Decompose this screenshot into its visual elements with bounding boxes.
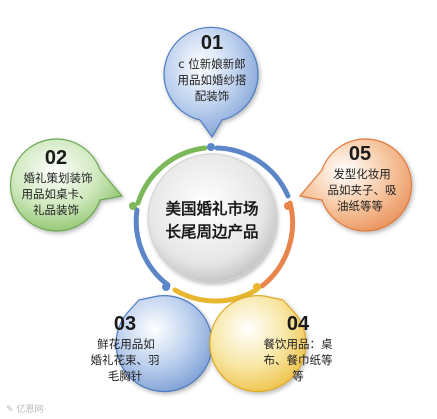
dot-bottom-right	[253, 283, 261, 291]
bubble-04-shape	[209, 295, 307, 393]
bubble-01: 01 c 位新娘新郎 用品如婚纱搭 配装饰	[163, 26, 259, 139]
watermark-icon: ✎	[6, 405, 14, 415]
bubble-01-line2: 用品如婚纱搭	[178, 73, 247, 87]
bubble-01-shape	[163, 26, 259, 139]
ring-arc-bottom	[172, 287, 259, 304]
bubble-02-number: 02	[45, 147, 67, 169]
bubble-05: 05 发型化妆用 品如夹子、吸 油纸等等	[298, 138, 413, 232]
bubble-04-line3: 等	[292, 369, 304, 383]
bubble-02-line2: 用品如桌卡、	[22, 187, 91, 201]
ring-arc-left-top	[135, 145, 208, 206]
bubble-03-number: 03	[114, 313, 136, 335]
bubble-05-line2: 品如夹子、吸	[328, 183, 397, 197]
bubble-04: 04 餐饮用品：桌 布、餐巾纸等 等	[209, 295, 333, 393]
center-ring	[133, 145, 296, 304]
dot-right	[284, 202, 292, 210]
bubble-01-line1: c 位新娘新郎	[178, 57, 245, 71]
bubble-03-shape	[115, 295, 213, 393]
bubble-04-line2: 布、餐巾纸等	[264, 353, 333, 367]
bubble-05-number: 05	[349, 143, 371, 165]
bubble-03-line2: 婚礼花束、羽	[91, 353, 160, 367]
bubble-02: 02 婚礼策划装饰 用品如桌卡、 礼品装饰	[9, 138, 124, 232]
center-hub	[147, 153, 277, 283]
bubble-01-number: 01	[201, 32, 223, 54]
bubble-05-line1: 发型化妆用	[333, 167, 391, 181]
dot-left	[129, 202, 137, 210]
dot-top	[207, 143, 215, 151]
bubble-04-number: 04	[287, 313, 310, 335]
watermark: ✎ 亿恩网	[6, 402, 43, 415]
bubble-03-line3: 毛胸针	[108, 369, 143, 383]
center-title-line2: 长尾周边产品	[165, 222, 258, 241]
bubble-02-line3: 礼品装饰	[33, 203, 79, 217]
bubble-05-line3: 油纸等等	[337, 199, 383, 213]
dot-bottom-left	[162, 283, 170, 291]
bubble-02-shape	[9, 138, 124, 232]
bubble-05-shape	[298, 138, 413, 232]
ring-arc-left-bottom	[133, 207, 171, 288]
bubble-03: 03 鲜花用品如 婚礼花束、羽 毛胸针	[91, 295, 213, 393]
watermark-text: 亿恩网	[16, 405, 44, 415]
ring-arc-right	[259, 200, 296, 289]
center-title-line1: 美国婚礼市场	[165, 199, 258, 218]
bubble-04-line1: 餐饮用品：桌	[264, 337, 333, 351]
ring-arc-top-right	[214, 145, 291, 199]
bubble-01-line3: 配装饰	[195, 89, 230, 103]
bubble-03-line1: 鲜花用品如	[97, 337, 155, 351]
connector-dots	[129, 143, 292, 291]
bubble-02-line1: 婚礼策划装饰	[24, 171, 93, 185]
